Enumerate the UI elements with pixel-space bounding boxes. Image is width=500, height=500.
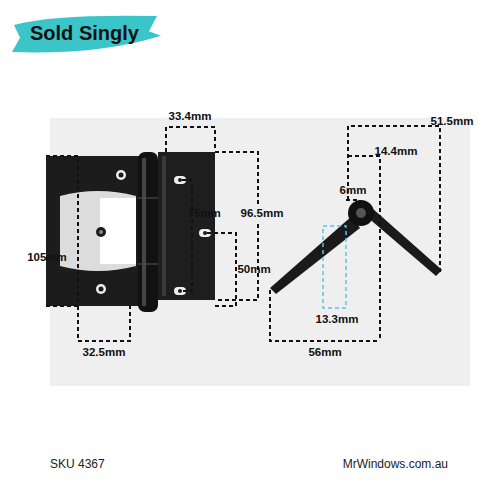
- footer-text: SKU 4367: [50, 458, 105, 472]
- dimension-label: 51.5mm: [429, 115, 476, 128]
- dimension-label: 105mm: [25, 251, 69, 264]
- footer-text: MrWindows.com.au: [343, 458, 448, 472]
- dimension-label: 56mm: [306, 346, 343, 359]
- dimension-label: 13.3mm: [314, 313, 361, 326]
- dimension-label: 50mm: [235, 263, 272, 276]
- blue-dimension-box: [323, 226, 346, 308]
- hinge-front-view: [46, 152, 215, 312]
- brush-banner: Sold Singly: [8, 12, 161, 55]
- dimension-label: 32.5mm: [81, 346, 128, 359]
- hinge-side-view: [270, 200, 442, 294]
- banner-text: Sold Singly: [30, 22, 161, 45]
- dimension-label: 96.5mm: [239, 207, 286, 220]
- dimension-label: 6mm: [338, 184, 369, 197]
- dimension-label: 75mm: [185, 207, 222, 220]
- dimension-lines: [46, 126, 440, 341]
- dimension-label: 33.4mm: [167, 110, 214, 123]
- dimension-label: 14.4mm: [373, 145, 420, 158]
